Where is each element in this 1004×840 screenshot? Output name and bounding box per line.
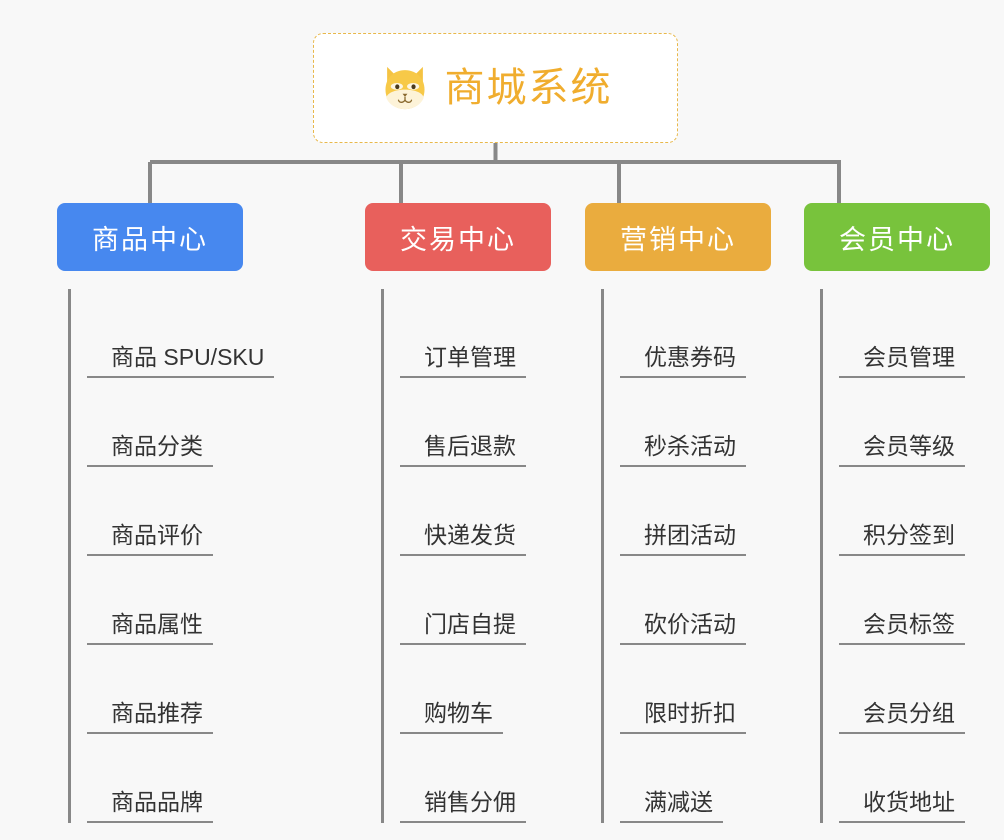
- list-item[interactable]: 售后退款: [400, 378, 555, 467]
- list-item[interactable]: 商品 SPU/SKU: [87, 289, 309, 378]
- leaf-label: 售后退款: [400, 433, 526, 467]
- list-item[interactable]: 快递发货: [400, 467, 555, 556]
- list-item[interactable]: 会员标签: [839, 556, 994, 645]
- leaf-label: 商品属性: [87, 611, 213, 645]
- root-title: 商城系统: [444, 66, 613, 110]
- leaf-label: 优惠券码: [620, 344, 746, 378]
- list-item[interactable]: 商品属性: [87, 556, 309, 645]
- column-header-product-center[interactable]: 商品中心: [57, 203, 243, 271]
- leaf-label: 快递发货: [400, 522, 526, 556]
- list-item[interactable]: 收货地址: [839, 734, 994, 823]
- leaf-label: 门店自提: [400, 611, 526, 645]
- list-item[interactable]: 销售分佣: [400, 734, 555, 823]
- column-trade-center: 交易中心 订单管理 售后退款 快递发货 门店自提 购物车 销售分佣: [365, 203, 555, 840]
- leaf-label: 会员等级: [839, 433, 965, 467]
- leaf-label: 商品推荐: [87, 700, 213, 734]
- list-item[interactable]: 订单管理: [400, 289, 555, 378]
- column-header-trade-center[interactable]: 交易中心: [365, 203, 551, 271]
- list-item[interactable]: 门店自提: [400, 556, 555, 645]
- leaf-label: 商品品牌: [87, 789, 213, 823]
- leaf-label: 商品评价: [87, 522, 213, 556]
- leaf-label: 商品 SPU/SKU: [87, 344, 275, 378]
- column-header-member-center[interactable]: 会员中心: [804, 203, 990, 271]
- leaf-label: 秒杀活动: [620, 433, 746, 467]
- list-item[interactable]: 限时折扣: [620, 645, 775, 734]
- leaf-label: 积分签到: [839, 522, 965, 556]
- list-item[interactable]: 秒杀活动: [620, 378, 775, 467]
- leaf-label: 满减送: [620, 789, 723, 823]
- leaf-label: 订单管理: [400, 344, 526, 378]
- list-item[interactable]: 会员分组: [839, 645, 994, 734]
- leaf-label: 购物车: [400, 700, 503, 734]
- branch-marketing-center: 优惠券码 秒杀活动 拼团活动 砍价活动 限时折扣 满减送: [601, 289, 775, 823]
- leaf-label: 会员分组: [839, 700, 965, 734]
- list-item[interactable]: 商品推荐: [87, 645, 309, 734]
- list-item[interactable]: 商品品牌: [87, 734, 309, 823]
- list-item[interactable]: 砍价活动: [620, 556, 775, 645]
- leaf-label: 销售分佣: [400, 789, 526, 823]
- list-item[interactable]: 商品分类: [87, 378, 309, 467]
- shiba-dog-face-icon: [385, 66, 424, 110]
- category-columns: 商品中心 商品 SPU/SKU 商品分类 商品评价 商品属性 商品推荐 商品品牌…: [0, 203, 1004, 840]
- branch-trade-center: 订单管理 售后退款 快递发货 门店自提 购物车 销售分佣: [381, 289, 555, 823]
- leaf-label: 会员标签: [839, 611, 965, 645]
- list-item[interactable]: 会员管理: [839, 289, 994, 378]
- column-product-center: 商品中心 商品 SPU/SKU 商品分类 商品评价 商品属性 商品推荐 商品品牌: [57, 203, 309, 840]
- list-item[interactable]: 拼团活动: [620, 467, 775, 556]
- list-item[interactable]: 满减送: [620, 734, 775, 823]
- leaf-label: 商品分类: [87, 433, 213, 467]
- list-item[interactable]: 购物车: [400, 645, 555, 734]
- list-item[interactable]: 会员等级: [839, 378, 994, 467]
- column-member-center: 会员中心 会员管理 会员等级 积分签到 会员标签 会员分组 收货地址: [804, 203, 994, 840]
- leaf-label: 砍价活动: [620, 611, 746, 645]
- branch-member-center: 会员管理 会员等级 积分签到 会员标签 会员分组 收货地址: [820, 289, 994, 823]
- leaf-label: 限时折扣: [620, 700, 746, 734]
- branch-product-center: 商品 SPU/SKU 商品分类 商品评价 商品属性 商品推荐 商品品牌: [68, 289, 309, 823]
- list-item[interactable]: 优惠券码: [620, 289, 775, 378]
- list-item[interactable]: 商品评价: [87, 467, 309, 556]
- leaf-label: 会员管理: [839, 344, 965, 378]
- leaf-label: 拼团活动: [620, 522, 746, 556]
- list-item[interactable]: 积分签到: [839, 467, 994, 556]
- column-marketing-center: 营销中心 优惠券码 秒杀活动 拼团活动 砍价活动 限时折扣 满减送: [585, 203, 775, 840]
- root-node[interactable]: 商城系统: [313, 33, 678, 143]
- column-header-marketing-center[interactable]: 营销中心: [585, 203, 771, 271]
- leaf-label: 收货地址: [839, 789, 965, 823]
